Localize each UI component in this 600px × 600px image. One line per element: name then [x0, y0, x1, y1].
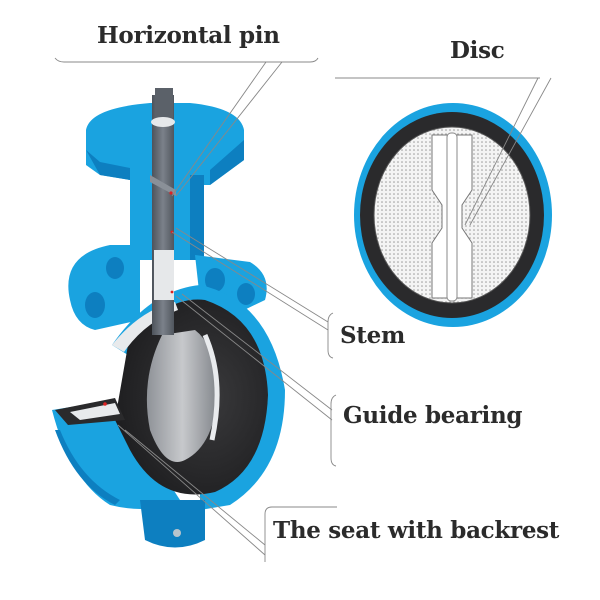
disc-detail-inset: [354, 103, 552, 327]
leader-lines: [54, 57, 552, 562]
valve-body: [52, 88, 285, 548]
label-seat-with-backrest: The seat with backrest: [273, 517, 560, 544]
label-stem: Stem: [340, 322, 406, 349]
label-guide-bearing: Guide bearing: [343, 402, 523, 429]
label-disc: Disc: [450, 37, 505, 64]
label-horizontal-pin: Horizontal pin: [97, 22, 280, 49]
